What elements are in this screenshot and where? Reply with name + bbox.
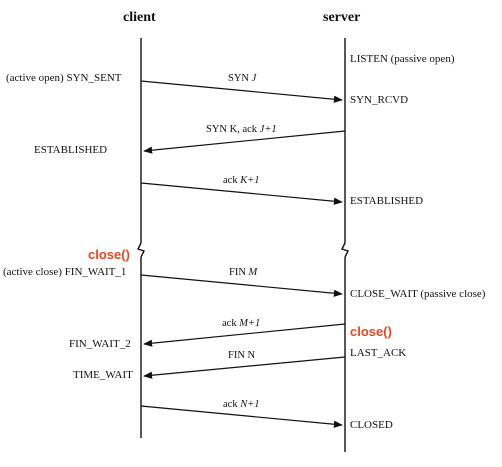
syn-sent-prefix: (active open) xyxy=(6,72,64,84)
message-ack-n: ack N+1 xyxy=(223,399,260,411)
close-wait-suffix: (passive close) xyxy=(420,288,486,300)
server-header: server xyxy=(323,10,361,25)
arrow-ack-m xyxy=(143,323,346,347)
listen-label: LISTEN xyxy=(350,53,388,65)
client-state-time-wait: TIME_WAIT xyxy=(73,369,133,381)
server-close-call: close() xyxy=(350,324,392,339)
listen-suffix: (passive open) xyxy=(390,53,455,65)
arrow-ack-n xyxy=(140,405,343,428)
message-syn-k-ack: SYN K, ack J+1 xyxy=(206,124,277,136)
server-state-established: ESTABLISHED xyxy=(350,195,424,207)
client-state-fin-wait-2: FIN_WAIT_2 xyxy=(69,338,131,350)
ack-k-var: K+1 xyxy=(240,175,260,186)
ack-m-var: M+1 xyxy=(239,318,261,329)
ack-n-var: N+1 xyxy=(240,399,260,410)
fin-wait-1-prefix: (active close) xyxy=(3,266,62,278)
syn-j-var: J xyxy=(251,73,257,84)
close-wait-label: CLOSE_WAIT xyxy=(350,288,418,300)
fin-m-var: M xyxy=(248,267,258,278)
client-close-call: close() xyxy=(88,247,130,262)
client-header: client xyxy=(123,10,156,25)
server-state-close-wait: CLOSE_WAIT (passive close) xyxy=(350,289,485,300)
client-state-fin-wait-1: (active close) FIN_WAIT_1 xyxy=(3,267,126,278)
ack-k-name: ack xyxy=(223,175,238,186)
message-fin-n: FIN N xyxy=(228,350,256,362)
server-state-closed: CLOSED xyxy=(350,419,393,431)
client-state-syn-sent: (active open) SYN_SENT xyxy=(6,73,121,84)
fin-m-name: FIN xyxy=(229,267,246,278)
syn-k-ack-var: J+1 xyxy=(259,124,277,135)
server-lifeline-break xyxy=(341,242,349,258)
message-ack-k: ack K+1 xyxy=(223,175,260,187)
message-fin-m: FIN M xyxy=(229,267,258,279)
client-lifeline-break xyxy=(137,242,145,258)
fin-n-name: FIN N xyxy=(228,350,256,361)
message-syn-j: SYN J xyxy=(228,73,257,85)
fin-wait-1-label: FIN_WAIT_1 xyxy=(64,266,127,278)
arrow-fin-m xyxy=(140,274,343,297)
message-ack-m: ack M+1 xyxy=(222,318,261,330)
arrow-ack-k xyxy=(140,182,343,205)
arrow-fin-n xyxy=(143,356,346,379)
ack-m-name: ack xyxy=(222,318,237,329)
server-state-listen: LISTEN (passive open) xyxy=(350,54,454,65)
syn-k-ack-name: SYN K, ack xyxy=(206,124,258,135)
server-state-last-ack: LAST_ACK xyxy=(350,347,407,359)
ack-n-name: ack xyxy=(223,399,238,410)
arrow-syn-k-ack xyxy=(143,130,346,154)
client-state-established: ESTABLISHED xyxy=(34,144,108,156)
syn-sent-label: SYN_SENT xyxy=(66,72,122,84)
arrow-syn-j xyxy=(140,80,343,103)
server-state-syn-rcvd: SYN_RCVD xyxy=(350,94,409,106)
syn-j-name: SYN xyxy=(228,73,250,84)
